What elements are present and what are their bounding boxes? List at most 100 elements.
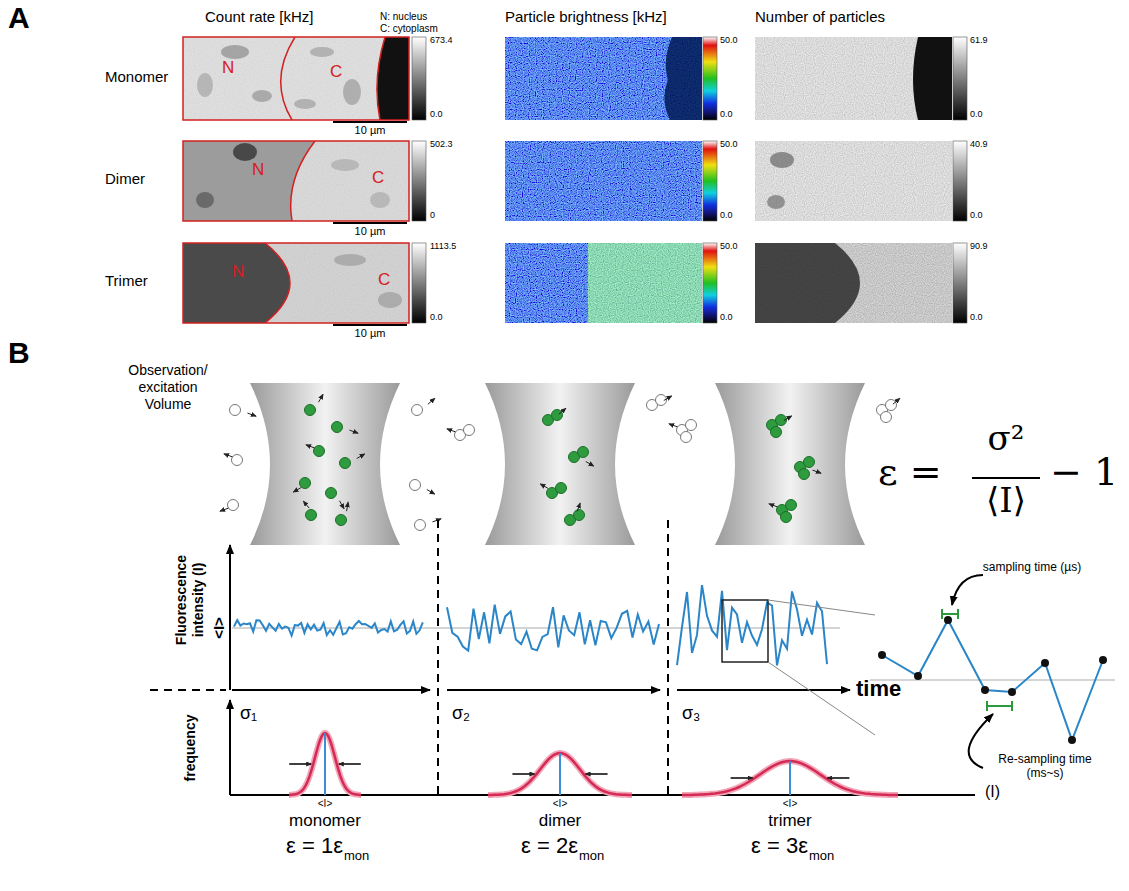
illustration-part [331, 159, 359, 171]
mean-mark: <I> [783, 798, 797, 810]
illustration-part [265, 243, 290, 323]
labelled-particle [556, 483, 567, 494]
histogram-curve [488, 753, 632, 795]
mean-mark: <I> [318, 798, 332, 810]
illustration-part [229, 700, 231, 795]
motion-arrow [432, 519, 440, 522]
illustration-part [412, 141, 426, 221]
colorbar-value: 1113.5 [430, 241, 456, 252]
sample-point [878, 651, 886, 659]
unlabelled-particle [415, 520, 426, 531]
sampling-bracket [942, 609, 958, 619]
formula-part: σ² [988, 420, 1025, 457]
observation-volume [250, 383, 865, 545]
column-header: Number of particles [755, 8, 885, 26]
illustration-part [378, 292, 402, 308]
scale-bar [333, 122, 407, 325]
motion-arrow [893, 398, 900, 404]
illustration-part [447, 689, 660, 691]
scale-label: 10 µm [355, 327, 386, 340]
motion-arrow [340, 501, 345, 509]
sigma-label: σ₂ [452, 703, 470, 725]
image-border [183, 243, 409, 323]
illustration-part [755, 243, 860, 323]
sigma-label: σ₃ [682, 703, 700, 725]
region-label: N [252, 160, 264, 180]
unlabelled-particle [412, 405, 423, 416]
histogram-halo [289, 733, 361, 795]
illustration-part [505, 141, 702, 221]
histogram-curve [289, 733, 361, 795]
illustration-part [334, 254, 366, 266]
region-label: C [378, 270, 390, 290]
species-label: monomer [289, 811, 361, 831]
illustration-part [703, 243, 717, 323]
labelled-particle [332, 422, 343, 433]
panel-letter: B [8, 335, 30, 371]
illustration-part [755, 243, 952, 323]
illustration-part [221, 45, 249, 59]
illustration-part [183, 141, 409, 221]
brightness-value: ε = 1ε [286, 833, 343, 859]
callout-arrow [952, 575, 983, 605]
illustration-part [412, 243, 426, 323]
motion-arrow [427, 490, 435, 495]
mean-line [559, 753, 561, 795]
particles [220, 394, 900, 530]
illustration-part [196, 192, 214, 208]
illustration-part [667, 520, 669, 795]
motion-arrow [540, 484, 548, 489]
brightness-image [505, 37, 702, 323]
illustration-part [953, 37, 967, 120]
colorbar-value: 0.0 [970, 312, 983, 323]
inset-trace [882, 620, 1103, 740]
illustration-part [715, 383, 865, 545]
illustration-part [183, 243, 409, 323]
colorbar-value: 0.0 [430, 109, 443, 120]
illustration-part [150, 689, 226, 691]
illustration-part [233, 143, 257, 161]
sample-point [1099, 656, 1107, 664]
sample-point [914, 672, 922, 680]
illustration-part [703, 37, 717, 120]
brightness-value: ε = 3ε [751, 833, 808, 859]
colorbar-value: 40.9 [970, 139, 988, 150]
motion-arrow [812, 470, 820, 473]
illustration-part [294, 99, 316, 109]
axis-title: frequency [182, 715, 199, 782]
subscript: mon [809, 848, 834, 864]
colorbar-value: 0.0 [430, 312, 443, 323]
formula-part: ⟨I⟩ [986, 482, 1026, 519]
unlabelled-particle [886, 400, 897, 411]
scale-label: 10 µm [355, 225, 386, 238]
sample-point [1041, 659, 1049, 667]
width-arrow [731, 777, 753, 779]
brightness-value: ε = 2ε [521, 833, 578, 859]
illustration-part [232, 689, 430, 691]
unlabelled-particle [881, 412, 892, 423]
motion-arrow [319, 394, 324, 402]
motion-arrow [357, 454, 365, 459]
sample-point [944, 616, 952, 624]
motion-arrow [303, 501, 309, 508]
illustration-part [770, 152, 794, 168]
region-label: N [232, 262, 244, 282]
colorbar-value: 502.3 [430, 139, 453, 150]
width-arrow [827, 777, 849, 779]
histogram-curve [682, 761, 898, 795]
histogram-halo [488, 753, 632, 795]
width-arrow [512, 773, 534, 775]
labelled-particle [300, 478, 311, 489]
particle-number-image [755, 37, 952, 323]
motion-arrow [428, 398, 435, 404]
region-label: N [222, 58, 234, 78]
colorbar-value: 50.0 [720, 139, 738, 150]
illustration-part [333, 324, 407, 326]
colorbar-value: 0.0 [720, 210, 733, 221]
axis-title: (I) [985, 782, 1000, 801]
sample-point [1068, 736, 1076, 744]
motion-arrow [247, 413, 255, 416]
illustration-part [291, 141, 315, 221]
